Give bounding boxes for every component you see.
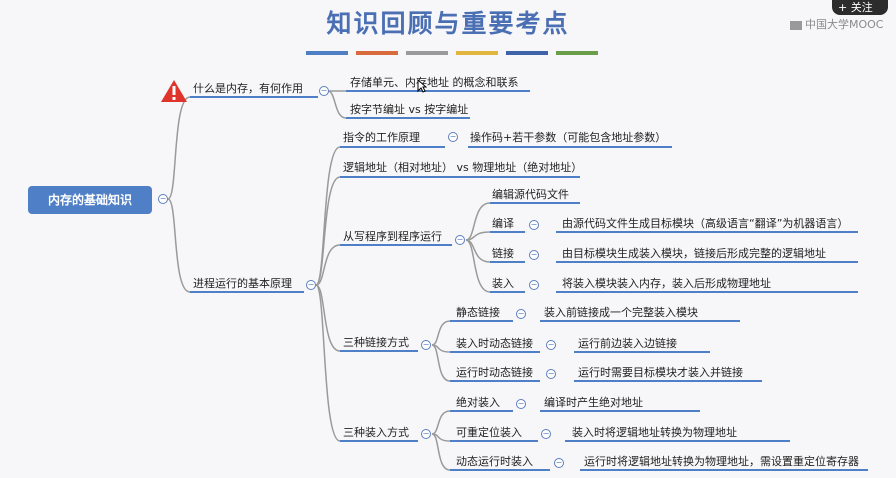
- node-compile[interactable]: 编译: [492, 217, 514, 230]
- leaf-compile-detail[interactable]: 由源代码文件生成目标模块（高级语言“翻译”为机器语言）: [562, 217, 849, 230]
- leaf-storage-unit[interactable]: 存储单元、内存地址 的概念和联系: [350, 76, 519, 89]
- collapse-icon[interactable]: −: [541, 429, 551, 439]
- collapse-icon[interactable]: −: [516, 309, 526, 319]
- page-title: 知识回顾与重要考点: [326, 9, 570, 38]
- node-instruction[interactable]: 指令的工作原理: [343, 131, 420, 144]
- collapse-icon[interactable]: −: [546, 340, 556, 350]
- node-loading-methods[interactable]: 三种装入方式: [343, 426, 409, 439]
- title-color-bar: [556, 51, 598, 55]
- collapse-icon[interactable]: −: [158, 194, 168, 204]
- leaf-addressing[interactable]: 按字节编址 vs 按字编址: [350, 103, 469, 116]
- node-logical-physical[interactable]: 逻辑地址（相对地址） vs 物理地址（绝对地址）: [343, 161, 583, 174]
- follow-button[interactable]: + 关注: [832, 0, 888, 15]
- collapse-icon[interactable]: −: [554, 458, 564, 468]
- node-load[interactable]: 装入: [492, 277, 514, 290]
- leaf-link-detail[interactable]: 由目标模块生成装入模块，链接后形成完整的逻辑地址: [562, 247, 826, 260]
- node-dynamic-load[interactable]: 动态运行时装入: [456, 455, 533, 468]
- branch-process-run[interactable]: 进程运行的基本原理: [193, 277, 292, 290]
- collapse-icon[interactable]: −: [546, 369, 556, 379]
- node-link[interactable]: 链接: [492, 247, 514, 260]
- node-load-time-link[interactable]: 装入时动态链接: [456, 337, 533, 350]
- collapse-icon[interactable]: −: [529, 280, 539, 290]
- collapse-icon[interactable]: −: [529, 250, 539, 260]
- node-absolute-load[interactable]: 绝对装入: [456, 396, 500, 409]
- root-node[interactable]: 内存的基础知识: [28, 186, 152, 214]
- node-relocatable-load[interactable]: 可重定位装入: [456, 426, 522, 439]
- collapse-icon[interactable]: −: [529, 220, 539, 230]
- title-color-bar: [406, 51, 448, 55]
- title-color-bar: [506, 51, 548, 55]
- leaf-load-time-detail[interactable]: 运行前边装入边链接: [578, 337, 677, 350]
- leaf-relocatable-detail[interactable]: 装入时将逻辑地址转换为物理地址: [572, 426, 737, 439]
- collapse-icon[interactable]: −: [319, 86, 329, 96]
- leaf-static-detail[interactable]: 装入前链接成一个完整装入模块: [544, 306, 698, 319]
- leaf-dynamic-detail[interactable]: 运行时将逻辑地址转换为物理地址，需设置重定位寄存器: [584, 455, 859, 468]
- warning-icon: [161, 80, 187, 102]
- leaf-absolute-detail[interactable]: 编译时产生绝对地址: [544, 396, 643, 409]
- watermark: 中国大学MOOC: [790, 16, 884, 32]
- mouse-cursor-icon: [417, 79, 427, 93]
- collapse-icon[interactable]: −: [516, 399, 526, 409]
- title-color-bar: [306, 51, 348, 55]
- node-run-time-link[interactable]: 运行时动态链接: [456, 366, 533, 379]
- title-color-bar: [356, 51, 398, 55]
- collapse-icon[interactable]: −: [421, 340, 431, 350]
- node-static-link[interactable]: 静态链接: [456, 306, 500, 319]
- leaf-load-detail[interactable]: 将装入模块装入内存，装入后形成物理地址: [562, 277, 771, 290]
- collapse-icon[interactable]: −: [455, 235, 465, 245]
- leaf-edit[interactable]: 编辑源代码文件: [492, 188, 569, 201]
- leaf-instruction-detail[interactable]: 操作码+若干参数（可能包含地址参数）: [470, 131, 667, 144]
- title-color-bar: [456, 51, 498, 55]
- watermark-text: 中国大学MOOC: [805, 18, 884, 31]
- branch-memory-role[interactable]: 什么是内存，有何作用: [193, 82, 303, 95]
- mooc-logo-icon: [790, 20, 802, 30]
- node-linking-methods[interactable]: 三种链接方式: [343, 336, 409, 349]
- collapse-icon[interactable]: −: [421, 429, 431, 439]
- node-program-run[interactable]: 从写程序到程序运行: [343, 230, 442, 243]
- leaf-run-time-detail[interactable]: 运行时需要目标模块才装入并链接: [578, 366, 743, 379]
- collapse-icon[interactable]: −: [306, 280, 316, 290]
- collapse-icon[interactable]: −: [448, 132, 458, 142]
